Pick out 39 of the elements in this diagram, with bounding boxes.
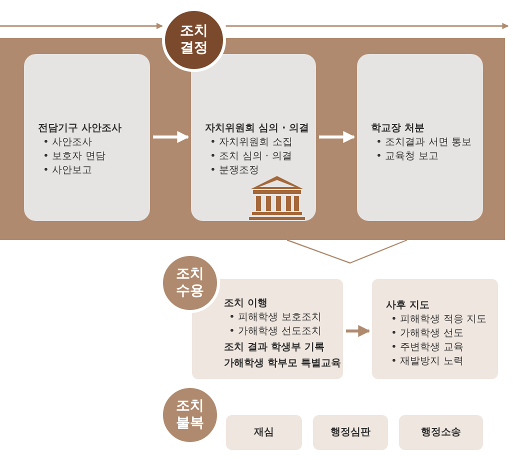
list-item: • 사안보고: [42, 164, 94, 178]
step-panel: [399, 415, 483, 450]
arrow: [226, 22, 509, 30]
option-text: 행정소송: [421, 426, 461, 440]
list-item: • 분쟁조정: [209, 164, 260, 178]
heading-text: 학교장 처분: [371, 122, 426, 136]
step-card: [191, 54, 316, 221]
list-item: • 사안조사: [42, 136, 94, 150]
list-item: • 피해학생 보호조치: [228, 311, 322, 325]
list-item: • 재발방지 노력: [390, 355, 464, 369]
heading-text: 조치 결과 학생부 기록: [224, 341, 326, 355]
heading-text: 전담기구 사안조사: [38, 122, 122, 136]
list-item: • 주변학생 교육: [390, 341, 464, 355]
stage-label: 조치 수용: [175, 266, 205, 300]
heading-text: 조치 이행: [224, 297, 268, 311]
list-item: • 교육청 보고: [375, 150, 440, 164]
arrow: [346, 325, 370, 337]
list-item: • 가해학생 선도조치: [228, 325, 322, 339]
list-item: • 보호자 면담: [42, 150, 106, 164]
heading-text: 자치위원회 심의 · 의결: [205, 122, 308, 136]
step-card: [357, 54, 483, 221]
heading-text: 사후 지도: [386, 299, 430, 313]
option-text: 재심: [254, 426, 274, 440]
list-item: • 조치결과 서면 통보: [375, 136, 472, 150]
arrow: [0, 22, 163, 30]
step-card: [24, 54, 150, 221]
step-panel: [372, 279, 498, 379]
step-panel: [226, 415, 302, 450]
stage-label: 조치 결정: [179, 22, 209, 58]
step-panel: [313, 415, 388, 450]
list-item: • 조치 심의 · 의결: [209, 150, 293, 164]
list-item: • 자치위원회 소집: [209, 136, 294, 150]
list-item: • 가해학생 선도: [390, 327, 464, 341]
option-text: 행정심판: [330, 426, 370, 440]
heading-text: 가해학생 학부모 특별교육: [224, 357, 339, 371]
list-item: • 피해학생 적응 지도: [390, 313, 488, 327]
arrow: [153, 131, 190, 143]
arrow: [319, 131, 356, 143]
stage-label: 조치 불복: [175, 398, 205, 432]
